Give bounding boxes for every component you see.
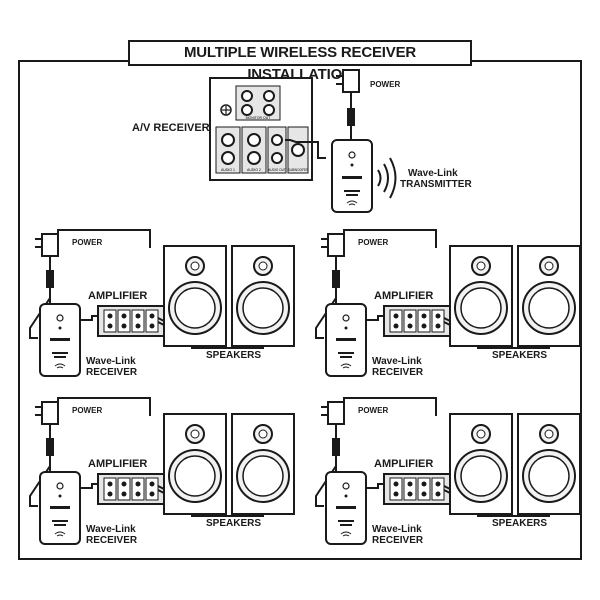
speaker-left — [163, 245, 227, 347]
rca-jack-icon — [247, 133, 261, 147]
power-adapter-icon — [321, 401, 345, 472]
zone-receiver-label-line1: Wave-Link — [86, 524, 136, 535]
rca-jack-icon — [271, 134, 283, 146]
zone-power-label: POWER — [358, 406, 389, 415]
rca-jack-icon — [221, 151, 235, 165]
zone-receiver-label-line2: RECEIVER — [372, 535, 424, 546]
speaker-right — [231, 413, 295, 515]
power-adapter-icon — [35, 233, 59, 304]
zone-receiver-label-line2: RECEIVER — [86, 367, 138, 378]
receiver-device — [39, 471, 81, 545]
speaker-right — [231, 245, 295, 347]
receiver-zone: POWER AMPLIFIER SPEAKERS Wave-Link RECEI… — [306, 228, 586, 393]
power-adapter-icon — [336, 69, 360, 140]
rca-jack-icon — [241, 104, 253, 116]
jack-label-subwoofer: SUBWOOFER — [288, 168, 310, 172]
zone-diagram — [315, 229, 581, 377]
jack-label-monitor-out: MONITOR OUT — [246, 116, 272, 120]
rca-jack-icon — [221, 133, 235, 147]
zone-speakers-label: SPEAKERS — [492, 518, 548, 529]
speaker-right — [517, 245, 581, 347]
speaker-left — [449, 413, 513, 515]
zone-speakers-label: SPEAKERS — [206, 518, 262, 529]
rca-jack-icon — [271, 152, 283, 164]
audio-cable — [366, 315, 386, 321]
zone-power-label: POWER — [72, 238, 103, 247]
receiver-device — [325, 303, 367, 377]
rca-jack-icon — [291, 143, 305, 157]
zone-amplifier-label: AMPLIFIER — [88, 290, 148, 302]
power-cord — [343, 229, 437, 248]
transmitter-power-label: POWER — [370, 80, 401, 89]
amplifier-panel — [383, 473, 457, 505]
receiver-zone: POWER AMPLIFIER SPEAKERS Wave-Link RECEI… — [306, 396, 586, 561]
receiver-zone: POWER AMPLIFIER SPEAKERS Wave-Link RECEI… — [20, 396, 300, 561]
speaker-right — [517, 413, 581, 515]
zone-speakers-label: SPEAKERS — [492, 350, 548, 361]
wireless-signal-icon — [377, 157, 397, 199]
power-adapter-icon — [35, 401, 59, 472]
transmitter-label-line1: Wave-Link — [408, 168, 458, 179]
jack-label-audio-out: AUDIO OUT — [268, 168, 286, 172]
zone-speakers-label: SPEAKERS — [206, 350, 262, 361]
jack-label-audio2: AUDIO 2 — [247, 168, 261, 172]
transmitter-device — [331, 139, 373, 213]
zone-receiver-label-line2: RECEIVER — [372, 367, 424, 378]
zone-receiver-label-line2: RECEIVER — [86, 535, 138, 546]
amplifier-panel — [97, 473, 171, 505]
zone-amplifier-label: AMPLIFIER — [374, 458, 434, 470]
amplifier-panel — [97, 305, 171, 337]
zone-power-label: POWER — [358, 238, 389, 247]
diagram-title: MULTIPLE WIRELESS RECEIVER INSTALLATION — [128, 40, 472, 83]
zone-diagram — [29, 397, 295, 545]
receiver-device — [325, 471, 367, 545]
power-cord — [343, 397, 437, 416]
audio-cable — [366, 483, 386, 489]
zone-receiver-label-line1: Wave-Link — [372, 356, 422, 367]
audio-cable — [80, 315, 100, 321]
transmitter-label-line2: TRANSMITTER — [400, 179, 472, 190]
jack-label-audio1: AUDIO 1 — [221, 168, 235, 172]
rca-jack-icon — [263, 90, 275, 102]
zone-diagram — [315, 397, 581, 545]
speaker-left — [163, 413, 227, 515]
rca-jack-icon — [241, 90, 253, 102]
power-adapter-icon — [321, 233, 345, 304]
receiver-zone: POWER AMPLIFIER SPEAKERS Wave-Link RECEI… — [20, 228, 300, 393]
zone-amplifier-label: AMPLIFIER — [88, 458, 148, 470]
audio-cable — [80, 483, 100, 489]
av-receiver-panel: MONITOR OUT AUDIO 1 AUDIO 2 AUDIO OUT SU… — [209, 77, 313, 181]
rca-jack-icon — [247, 151, 261, 165]
rca-jack-icon — [263, 104, 275, 116]
av-receiver-label: A/V RECEIVER — [132, 122, 210, 134]
receiver-device — [39, 303, 81, 377]
zone-power-label: POWER — [72, 406, 103, 415]
power-cord — [57, 229, 151, 248]
zone-receiver-label-line1: Wave-Link — [372, 524, 422, 535]
zone-amplifier-label: AMPLIFIER — [374, 290, 434, 302]
zone-receiver-label-line1: Wave-Link — [86, 356, 136, 367]
amplifier-panel — [383, 305, 457, 337]
ground-icon — [220, 104, 232, 116]
audio-cable — [285, 139, 326, 159]
speaker-left — [449, 245, 513, 347]
power-cord — [57, 397, 151, 416]
zone-diagram — [29, 229, 295, 377]
